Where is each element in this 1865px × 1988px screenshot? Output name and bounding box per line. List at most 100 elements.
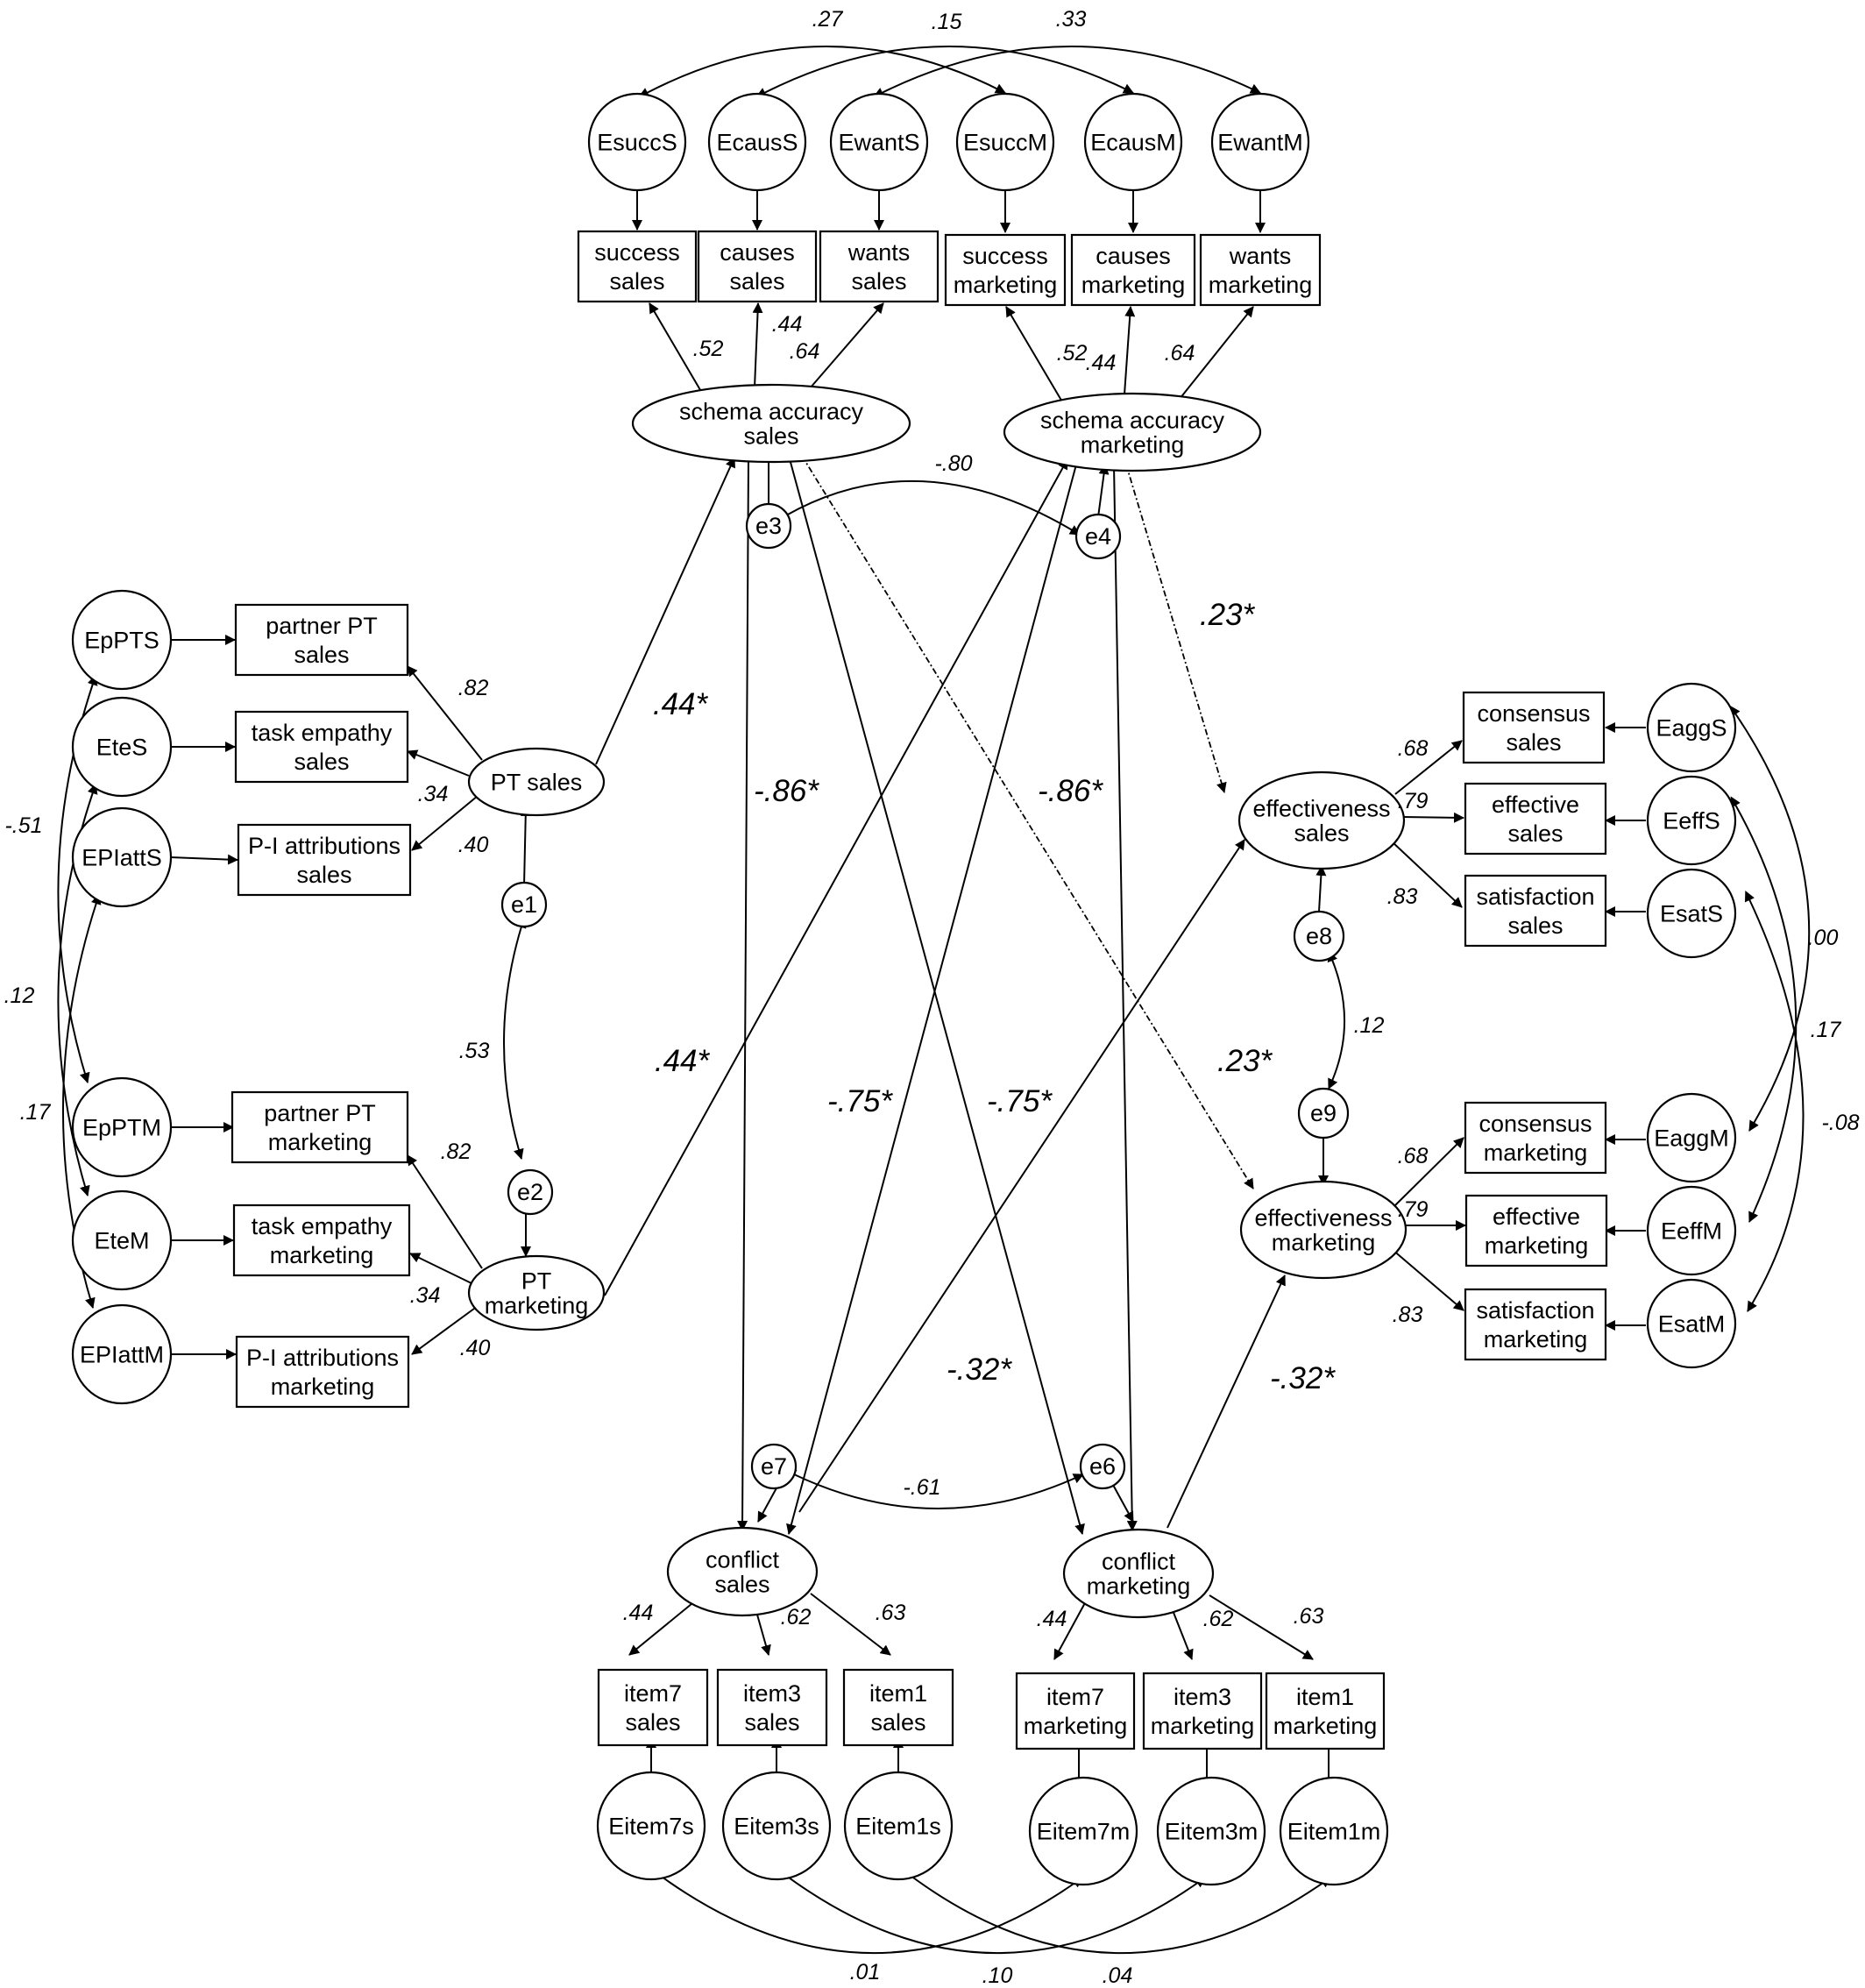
observed-effective-marketing-label: marketing: [1485, 1232, 1589, 1259]
error-esats-label: EsatS: [1660, 901, 1723, 927]
error-eitem7m[interactable]: Eitem7m: [1028, 1776, 1138, 1886]
observed-consensus-sales-label: sales: [1506, 729, 1561, 756]
load-schema-marketing-wants: [1175, 306, 1254, 404]
error-eppts-circle: [71, 589, 173, 691]
error-etem[interactable]: EteM: [71, 1189, 173, 1291]
error-epiattm[interactable]: EPIattM: [71, 1303, 173, 1405]
error-esuccs-circle: [587, 92, 687, 192]
error-eeffs[interactable]: EeffS: [1646, 775, 1737, 866]
path-pt-marketing-schema-marketing: [604, 458, 1068, 1296]
observed-item7-sales-label: sales: [625, 1709, 680, 1736]
residual-e8[interactable]: e8: [1293, 910, 1345, 962]
error-epptm-label: EpPTM: [82, 1115, 161, 1141]
error-eitem3s[interactable]: Eitem3s: [721, 1771, 832, 1881]
observed-satisfaction-marketing-label: satisfaction: [1476, 1297, 1594, 1324]
coef-load-task-empathy-marketing: .34: [410, 1283, 441, 1308]
error-esuccm[interactable]: EsuccM: [955, 92, 1055, 192]
residual-e7[interactable]: e7: [750, 1443, 798, 1490]
error-eitem7s[interactable]: Eitem7s: [596, 1771, 706, 1881]
residual-e6[interactable]: e6: [1079, 1443, 1126, 1490]
error-eitem1s[interactable]: Eitem1s: [843, 1771, 954, 1881]
residual-e2[interactable]: e2: [507, 1168, 554, 1216]
residual-e1[interactable]: e1: [500, 881, 548, 928]
coefficients: .27.15.33.52.44.64.52.44.64-.80.82.34.40…: [4, 7, 1860, 1988]
error-epptm[interactable]: EpPTM: [71, 1076, 173, 1178]
observed-partner-pt-sales-label: sales: [294, 642, 349, 668]
error-ewantm[interactable]: EwantM: [1210, 92, 1310, 192]
load-schema-marketing-success: [1005, 306, 1064, 404]
error-eitem1m[interactable]: Eitem1m: [1279, 1776, 1389, 1886]
residual-e4[interactable]: e4: [1074, 513, 1122, 560]
error-epiatts-label: EPIattS: [82, 845, 162, 871]
observed-causes-marketing-box: [1070, 233, 1196, 307]
error-eitem1s-label: Eitem1s: [855, 1814, 941, 1840]
observed-effective-sales-label: sales: [1507, 820, 1563, 847]
observed-consensus-marketing-label: marketing: [1484, 1140, 1588, 1166]
error-eppts[interactable]: EpPTS: [71, 589, 173, 691]
residual-e3[interactable]: e3: [745, 502, 792, 550]
error-esuccs-label: EsuccS: [597, 130, 677, 156]
error-esats[interactable]: EsatS: [1646, 868, 1737, 959]
error-ewants[interactable]: EwantS: [829, 92, 929, 192]
coef-load-item7-marketing: .44: [1037, 1607, 1067, 1631]
observed-task-empathy-sales-label: task empathy: [252, 720, 393, 746]
error-eeffm[interactable]: EeffM: [1646, 1185, 1737, 1276]
residual-e9[interactable]: e9: [1297, 1087, 1350, 1140]
coef-load-item1-marketing: .63: [1294, 1604, 1324, 1629]
observed-causes-sales-label: causes: [720, 239, 795, 266]
error-eaggm[interactable]: EaggM: [1646, 1092, 1737, 1183]
path-schema-marketing-conflict-marketing: [1113, 464, 1138, 1531]
error-esatm[interactable]: EsatM: [1646, 1278, 1737, 1369]
latent-pt-sales[interactable]: PT sales: [467, 747, 606, 817]
error-esuccm-circle: [955, 92, 1055, 192]
observed-pi-attributions-sales-box: [237, 823, 412, 897]
error-etes[interactable]: EteS: [71, 696, 173, 798]
error-eitem3s-label: Eitem3s: [734, 1814, 819, 1840]
coef-load-item3-sales: .62: [781, 1605, 812, 1629]
error-esatm-label: EsatM: [1658, 1311, 1726, 1338]
error-esuccs[interactable]: EsuccS: [587, 92, 687, 192]
coef-load-success-sales: .52: [693, 337, 724, 361]
observed-item3-sales-label: sales: [744, 1709, 799, 1736]
error-epiatts[interactable]: EPIattS: [71, 806, 173, 908]
observed-wants-marketing-label: marketing: [1209, 272, 1313, 298]
error-ecauss[interactable]: EcausS: [707, 92, 807, 192]
error-ecauss-circle: [707, 92, 807, 192]
load-schema-sales-wants: [804, 302, 884, 395]
error-eitem3m[interactable]: Eitem3m: [1156, 1776, 1266, 1886]
error-ecausm[interactable]: EcausM: [1083, 92, 1183, 192]
observed-consensus-sales-label: consensus: [1477, 700, 1590, 727]
error-eaggs[interactable]: EaggS: [1646, 682, 1737, 773]
